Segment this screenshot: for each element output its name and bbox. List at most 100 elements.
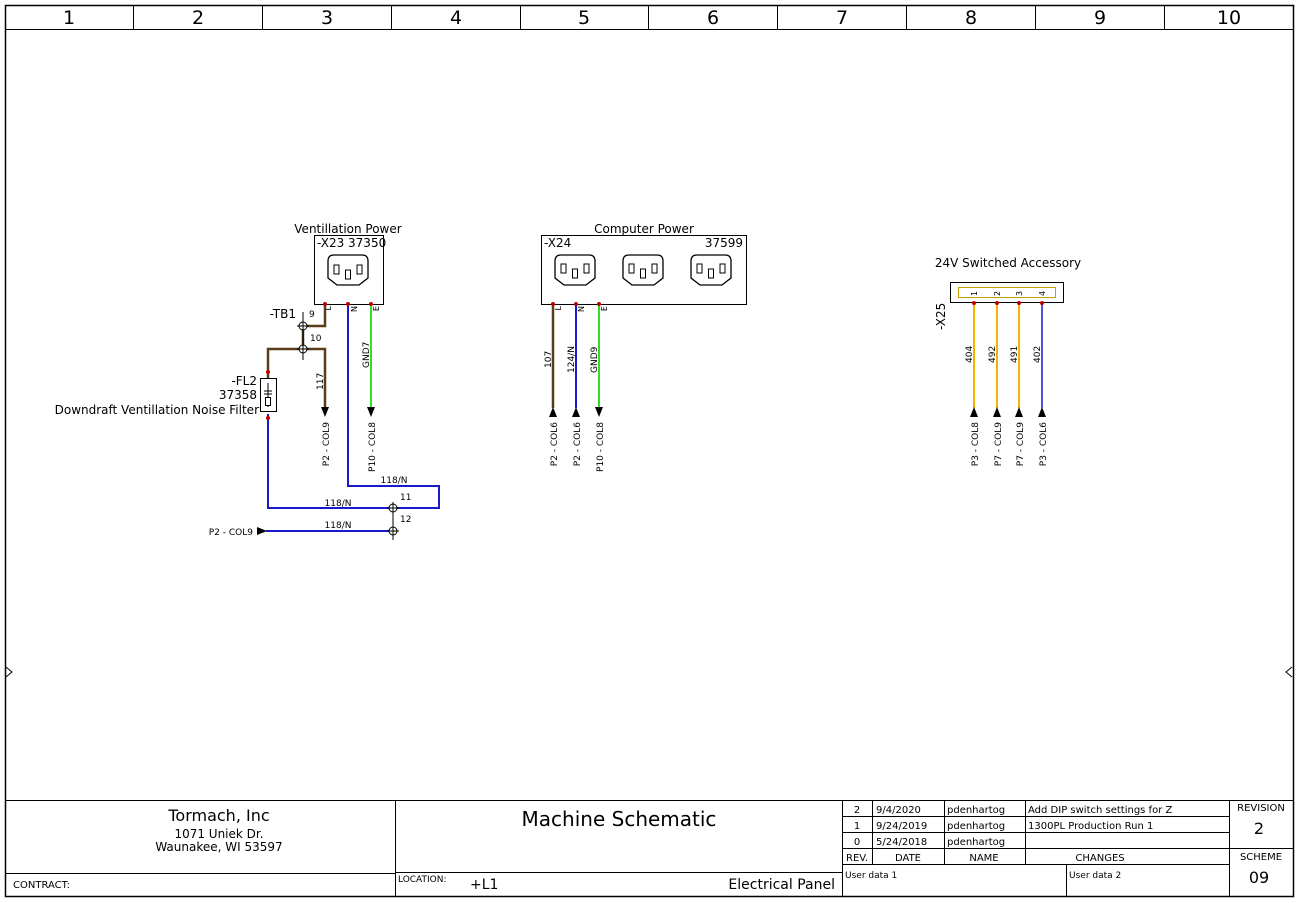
iec-socket-icon <box>327 254 369 286</box>
column-number: 2 <box>192 7 204 29</box>
wire-label: 492 <box>988 346 998 363</box>
pin-label: L <box>554 305 563 310</box>
x25-tag: -X25 <box>934 303 948 330</box>
connection-dot <box>995 301 999 305</box>
cross-reference: P7 - COL9 <box>1016 422 1026 467</box>
drawing-title: Machine Schematic <box>522 807 717 831</box>
filter-inner <box>265 397 271 406</box>
pin-label: E <box>600 306 609 311</box>
left-center-marker <box>5 666 13 678</box>
fl2-desc: Downdraft Ventillation Noise Filter <box>55 403 259 417</box>
x23-tag: -X23 37350 <box>317 236 386 250</box>
user-data-1: User data 1 <box>845 871 897 881</box>
pin-label: 2 <box>993 291 1002 296</box>
rev-change: Add DIP switch settings for Z <box>1028 805 1172 816</box>
connection-dot <box>574 302 578 306</box>
column-number: 5 <box>578 7 590 29</box>
arrow-right-icon <box>257 527 267 535</box>
wire-label: 118/N <box>325 521 352 531</box>
connection-dot <box>266 370 270 374</box>
x25-pin-strip <box>958 287 1056 298</box>
ventilation-power-group: Ventillation Power -X23 37350 L N E <box>55 222 440 540</box>
right-center-marker <box>1285 666 1293 678</box>
rev-date: 9/24/2019 <box>876 821 927 832</box>
tb1-tag: -TB1 <box>270 307 296 321</box>
wire-label: 118/N <box>325 499 352 509</box>
rev-name: pdenhartog <box>947 805 1005 816</box>
iec-socket-icon <box>622 254 664 286</box>
contract-label: CONTRACT: <box>13 880 70 891</box>
column-number: 3 <box>321 7 333 29</box>
arrow-up-icon <box>1015 407 1023 417</box>
fl2-part: 37358 <box>219 388 257 402</box>
rev-number: 1 <box>854 821 860 832</box>
rev-number: 2 <box>854 805 860 816</box>
location-value: +L1 <box>470 877 498 893</box>
iec-socket-icon <box>690 254 732 286</box>
arrow-up-icon <box>970 407 978 417</box>
rev-name: pdenhartog <box>947 837 1005 848</box>
rev-header: NAME <box>969 853 998 864</box>
wire-label: GND7 <box>362 342 372 368</box>
connection-dot <box>369 302 373 306</box>
connection-dot <box>551 302 555 306</box>
arrow-up-icon <box>1038 407 1046 417</box>
terminal-symbol <box>297 343 309 355</box>
terminal-number: 10 <box>310 334 322 344</box>
wire-117-down <box>303 347 327 408</box>
grid-column-header: 1 2 3 4 5 6 7 8 9 10 <box>63 5 1241 29</box>
rev-number: 0 <box>854 837 860 848</box>
column-number: 9 <box>1094 7 1106 29</box>
terminal-number: 12 <box>400 515 411 525</box>
rev-change: 1300PL Production Run 1 <box>1028 821 1153 832</box>
rev-header: REV. <box>846 853 868 864</box>
pin-label: L <box>324 305 333 310</box>
user-data-2: User data 2 <box>1069 871 1121 881</box>
terminal-symbol <box>297 320 309 332</box>
pin-label: N <box>350 306 359 312</box>
cross-reference: P2 - COL9 <box>209 528 254 538</box>
wire-label: 118/N <box>381 476 408 486</box>
x25-connector-box <box>950 282 1064 303</box>
x24-tag: -X24 <box>544 236 571 250</box>
column-number: 7 <box>836 7 848 29</box>
rev-header: DATE <box>895 853 921 864</box>
company-address-1: 1071 Uniek Dr. <box>174 827 263 841</box>
arrow-up-icon <box>572 407 580 417</box>
iec-socket-icon <box>554 254 596 286</box>
area-label: Electrical Panel <box>728 877 835 893</box>
arrow-up-icon <box>549 407 557 417</box>
cross-reference: P3 - COL8 <box>971 422 981 467</box>
cross-reference: P7 - COL9 <box>994 422 1004 467</box>
pin-label: N <box>577 306 586 312</box>
arrow-down-icon <box>367 407 375 417</box>
scheme-label: SCHEME <box>1240 852 1282 863</box>
connection-dot <box>597 302 601 306</box>
connection-dot <box>266 416 270 420</box>
arrow-up-icon <box>993 407 1001 417</box>
wire-label: 402 <box>1033 346 1043 363</box>
connection-dot <box>972 301 976 305</box>
column-number: 4 <box>450 7 462 29</box>
rev-name: pdenhartog <box>947 821 1005 832</box>
pin-label: E <box>372 306 381 311</box>
computer-power-group: Computer Power -X24 37599 L N E 107 124/… <box>541 222 747 472</box>
wire-label: 404 <box>965 346 975 363</box>
arrow-down-icon <box>595 407 603 417</box>
terminal-symbol <box>387 525 399 537</box>
terminal-number: 11 <box>400 493 411 503</box>
connection-dot <box>1040 301 1044 305</box>
location-label: LOCATION: <box>398 875 447 885</box>
cross-reference: P2 - COL9 <box>322 422 332 467</box>
company-name: Tormach, Inc <box>167 806 269 825</box>
accessory-title: 24V Switched Accessory <box>935 256 1081 270</box>
wire-118n-a <box>267 304 440 509</box>
pin-label: 1 <box>970 291 979 296</box>
rev-date: 5/24/2018 <box>876 837 927 848</box>
cross-reference: P10 - COL8 <box>596 422 606 472</box>
company-address-2: Waunakee, WI 53597 <box>155 840 282 854</box>
wire-label: GND9 <box>590 346 600 373</box>
column-number: 6 <box>707 7 719 29</box>
connection-dot <box>1017 301 1021 305</box>
